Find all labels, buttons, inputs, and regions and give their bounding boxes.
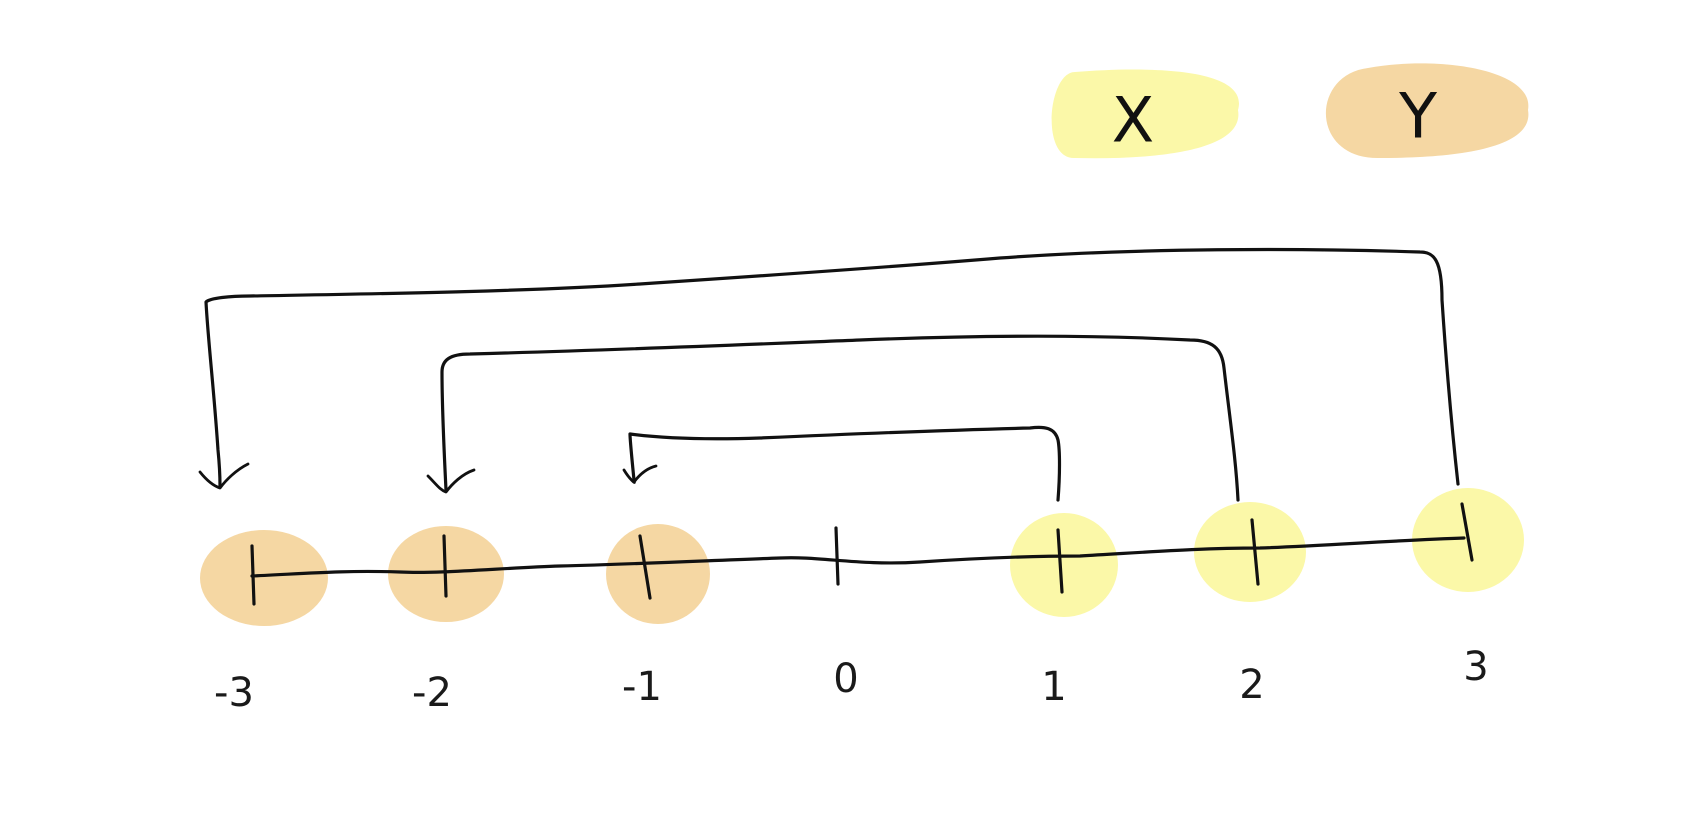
- tick-1: [1056, 528, 1064, 594]
- tick-label-2: 2: [1239, 662, 1264, 708]
- blob-1: [1010, 513, 1118, 617]
- number-line: [250, 502, 1474, 606]
- legend: X Y: [1051, 63, 1529, 159]
- arrowhead-neg2: [426, 468, 476, 494]
- arrow-3-to-neg3: [204, 247, 1460, 488]
- arrow-2-to-neg2: [440, 334, 1240, 502]
- arrowhead-neg3: [198, 462, 250, 490]
- blob-2: [1194, 502, 1306, 602]
- tick-2: [1250, 518, 1260, 586]
- number-line-axis: [250, 536, 1466, 578]
- tick-labels: -3 -2 -1 0 1 2 3: [214, 644, 1489, 716]
- tick-label-neg3: -3: [214, 670, 254, 716]
- mapping-arrows: [198, 247, 1460, 502]
- tick-label-3: 3: [1463, 644, 1488, 690]
- tick-label-neg1: -1: [622, 664, 662, 710]
- tick-label-0: 0: [833, 656, 858, 702]
- tick-neg1: [638, 534, 652, 600]
- tick-neg3: [250, 544, 256, 606]
- legend-y-blob: [1325, 63, 1529, 159]
- tick-neg2: [442, 534, 448, 598]
- tick-label-1: 1: [1041, 664, 1066, 710]
- blob-neg1: [606, 524, 710, 624]
- legend-x-blob: [1051, 69, 1239, 159]
- legend-x-label: X: [1112, 84, 1154, 157]
- arrowhead-neg1: [622, 464, 658, 484]
- arrow-1-to-neg1: [628, 425, 1062, 502]
- blob-neg3: [200, 530, 328, 626]
- tick-3: [1460, 502, 1474, 562]
- tick-0: [834, 526, 840, 586]
- tick-label-neg2: -2: [412, 670, 452, 716]
- legend-y-label: Y: [1398, 80, 1437, 153]
- highlight-blobs: [200, 488, 1524, 626]
